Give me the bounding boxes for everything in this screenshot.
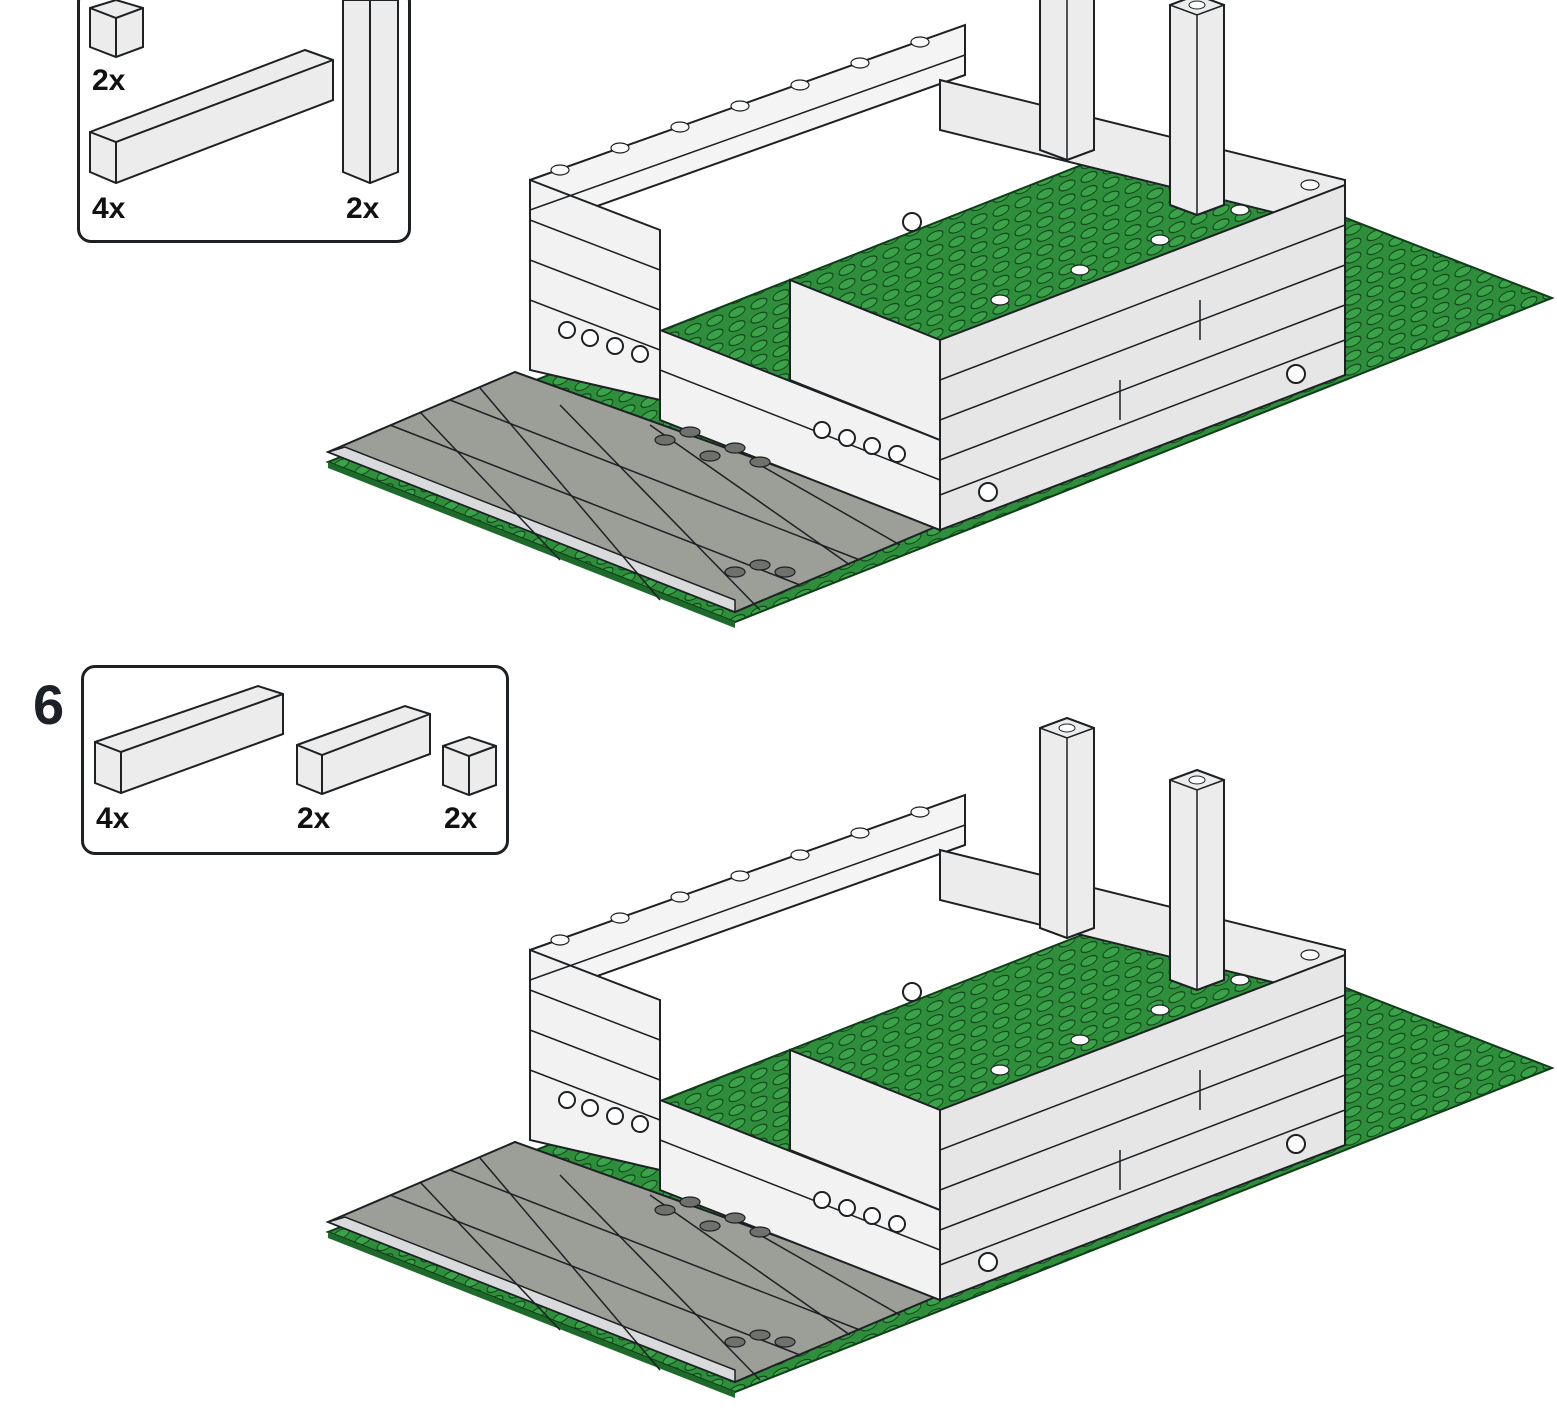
- part-qty: 2x: [346, 192, 380, 225]
- part-qty: 2x: [92, 64, 126, 97]
- part-qty: 2x: [297, 802, 331, 835]
- column-piece: [1169, 0, 1225, 216]
- model-previous-step: [327, 24, 1553, 629]
- column-piece: [1039, 0, 1095, 161]
- part-qty: 4x: [96, 802, 130, 835]
- part-1x4-brick: [296, 704, 431, 796]
- part-1x8-brick: [89, 48, 334, 185]
- part-1x1-brick: [89, 0, 144, 59]
- part-qty: 2x: [444, 802, 478, 835]
- column-piece: [1039, 717, 1095, 939]
- part-qty: 4x: [92, 192, 126, 225]
- part-1x1-brick: [442, 735, 497, 797]
- part-1x6-brick: [94, 684, 284, 795]
- part-column: [342, 0, 399, 185]
- column-piece: [1169, 769, 1225, 991]
- model-step-6: [327, 794, 1553, 1399]
- step-number: 6: [33, 673, 65, 736]
